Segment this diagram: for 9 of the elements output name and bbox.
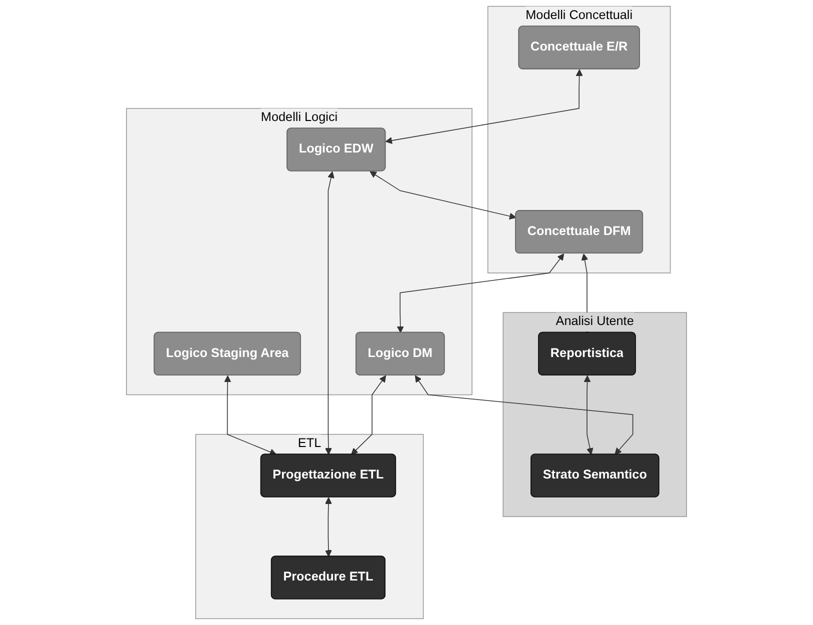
arrow bbox=[224, 375, 277, 456]
arrow bbox=[414, 375, 634, 455]
arrow bbox=[325, 171, 334, 455]
arrow bbox=[396, 254, 564, 333]
arrow bbox=[385, 69, 583, 144]
arrow bbox=[370, 171, 516, 220]
arrow bbox=[584, 375, 594, 455]
arrow bbox=[325, 497, 332, 557]
arrow bbox=[351, 375, 386, 455]
